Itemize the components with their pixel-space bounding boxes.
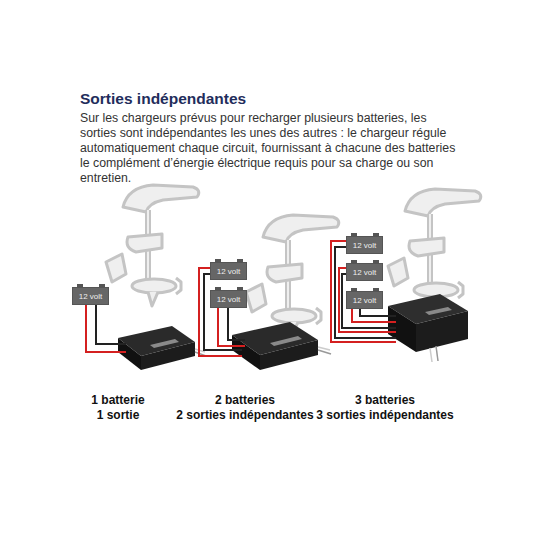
red-wire — [199, 268, 242, 356]
black-wire — [204, 274, 242, 350]
charger — [260, 340, 318, 370]
caption-line: 2 batteries — [215, 393, 275, 408]
trolling-motor — [246, 215, 339, 336]
black-wire — [342, 274, 396, 328]
charger — [416, 311, 468, 352]
charger — [318, 350, 331, 354]
black-wire — [360, 309, 396, 316]
battery-label: 12 volt — [353, 241, 377, 250]
charger — [150, 339, 179, 348]
caption-line: 1 sortie — [97, 408, 140, 423]
red-wire — [331, 241, 396, 342]
battery-label: 12 volt — [217, 267, 241, 276]
battery-label: 12 volt — [353, 268, 377, 277]
battery-label: 12 volt — [79, 292, 103, 301]
caption-line: 2 sorties indépendantes — [176, 408, 313, 423]
charger — [425, 307, 452, 315]
battery-box: 12 volt — [346, 263, 383, 281]
red-wire — [352, 309, 396, 322]
red-wire — [86, 241, 396, 356]
battery-box: 12 volt — [346, 291, 383, 309]
body-text: Sur les chargeurs prévus pour recharger … — [80, 111, 465, 186]
black-wire — [96, 305, 126, 344]
black-wire — [96, 247, 396, 350]
black-wire — [228, 308, 245, 340]
trolling-motor — [106, 185, 199, 306]
black-wire — [335, 247, 396, 338]
battery-box: 12 volt — [346, 236, 383, 254]
charger — [141, 342, 195, 370]
charger — [318, 347, 330, 350]
charger — [430, 348, 432, 362]
battery-box: 12 volt — [72, 287, 109, 305]
battery-label: 12 volt — [353, 296, 377, 305]
battery-box: 12 volt — [210, 290, 247, 308]
charger — [118, 294, 468, 370]
trolling-motor — [388, 189, 481, 310]
battery-label: 12 volt — [217, 295, 241, 304]
caption-line: 1 batterie — [91, 393, 144, 408]
caption-line: 3 batteries — [355, 393, 415, 408]
charger — [118, 338, 141, 370]
charger — [270, 336, 302, 346]
red-wire — [86, 305, 126, 352]
caption-line: 3 sorties indépendantes — [316, 408, 453, 423]
trolling-motor — [106, 185, 481, 336]
title: Sorties indépendantes — [80, 90, 246, 108]
battery-box: 12 volt — [210, 262, 247, 280]
red-wire — [218, 308, 245, 346]
charger — [436, 346, 438, 361]
